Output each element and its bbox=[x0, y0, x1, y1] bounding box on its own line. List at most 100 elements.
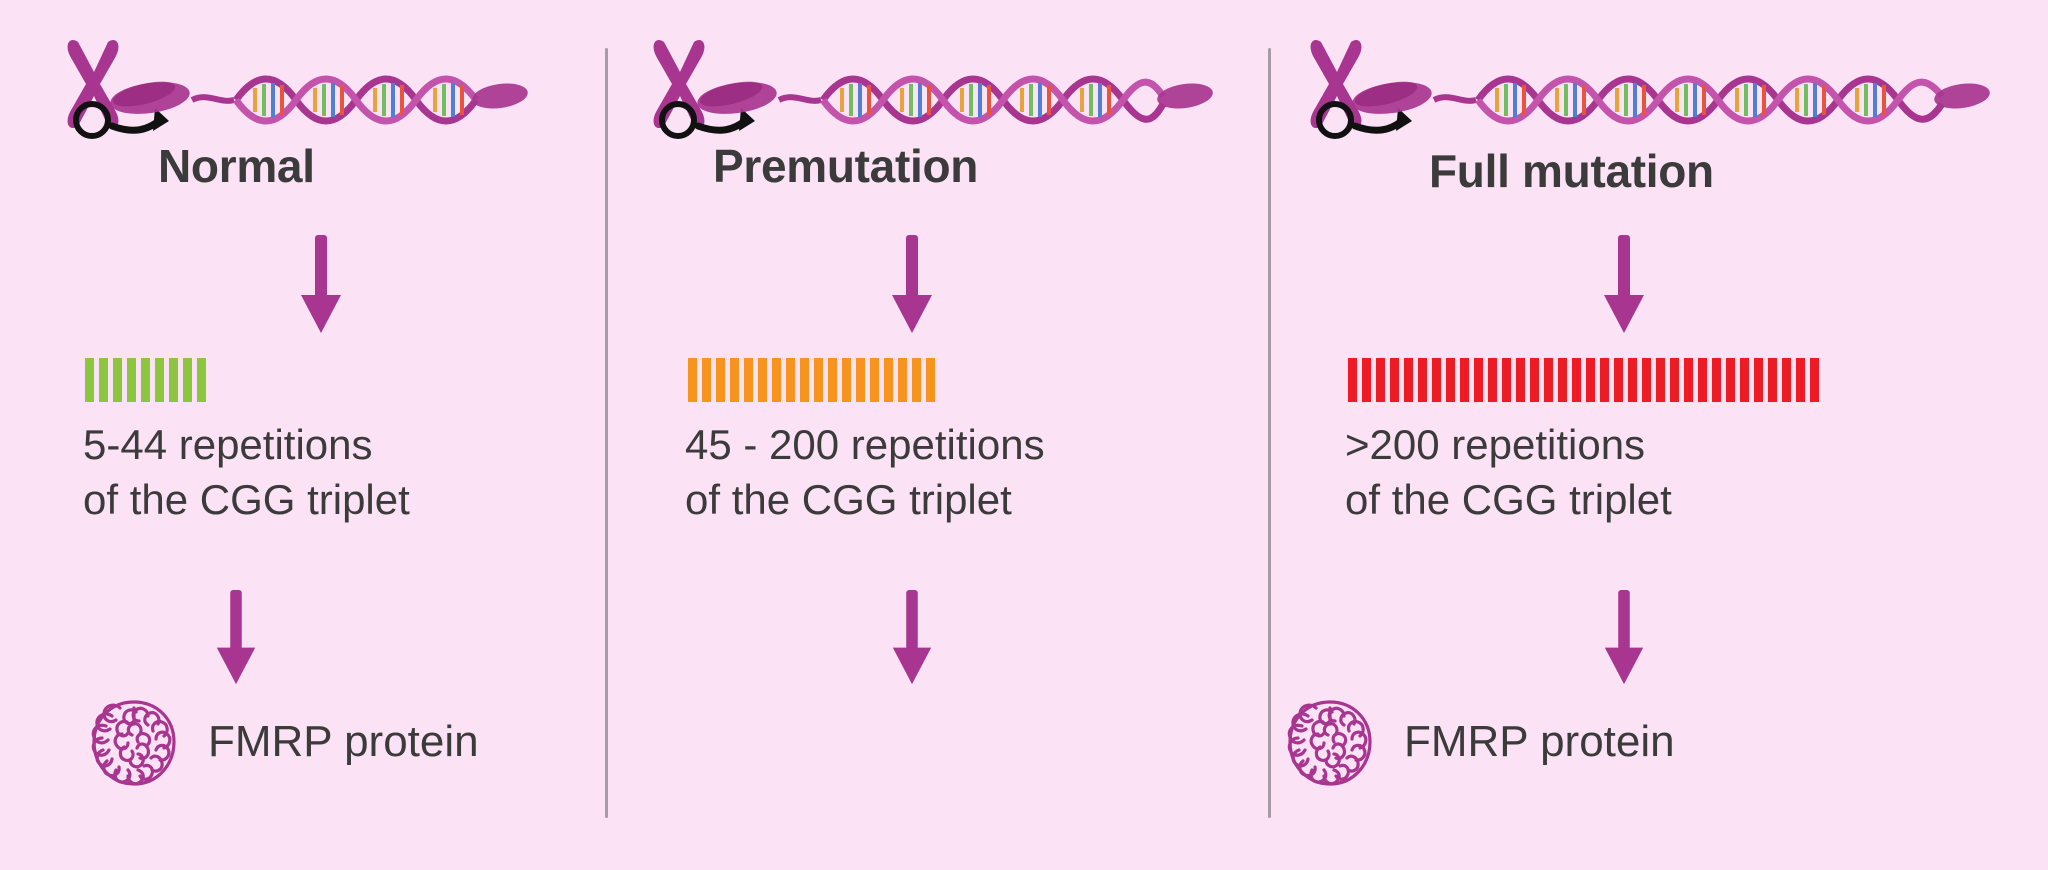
repeat-bars-green bbox=[85, 358, 206, 402]
chromatin-left-icon bbox=[1352, 81, 1432, 114]
repeat-bar bbox=[1614, 358, 1623, 402]
column-heading-full-mutation: Full mutation bbox=[1429, 145, 1714, 197]
repeat-bar bbox=[1726, 358, 1735, 402]
repeat-caption-normal: 5-44 repetitions of the CGG triplet bbox=[83, 421, 410, 523]
repeat-bar bbox=[127, 358, 136, 402]
repeat-bar bbox=[1446, 358, 1455, 402]
repeat-bar bbox=[1768, 358, 1777, 402]
repeat-bar bbox=[702, 358, 711, 402]
repeat-bar bbox=[1404, 358, 1413, 402]
pointer-arrow-head-icon bbox=[1396, 108, 1412, 131]
repeat-bar bbox=[1698, 358, 1707, 402]
repeat-bar bbox=[870, 358, 879, 402]
repeat-bar bbox=[1418, 358, 1427, 402]
result-row-premutation: FMRP protein bbox=[1278, 690, 1675, 794]
pointer-circle-icon bbox=[73, 101, 111, 139]
repeat-bar bbox=[828, 358, 837, 402]
repeat-bar bbox=[1488, 358, 1497, 402]
repeat-bar bbox=[1628, 358, 1637, 402]
repeat-bar bbox=[1754, 358, 1763, 402]
repeat-bar bbox=[884, 358, 893, 402]
dna-helix-icon bbox=[697, 75, 1213, 125]
column-divider-2 bbox=[1268, 48, 1271, 818]
chromosome-icon bbox=[1310, 39, 1412, 139]
repeat-bar bbox=[1810, 358, 1819, 402]
repeat-bar bbox=[1460, 358, 1469, 402]
repeat-bar bbox=[1796, 358, 1805, 402]
repeat-bar bbox=[758, 358, 767, 402]
pointer-circle-icon bbox=[1316, 101, 1354, 139]
repeat-bar bbox=[1432, 358, 1441, 402]
column-heading-normal: Normal bbox=[158, 140, 315, 192]
repeat-bar bbox=[716, 358, 725, 402]
repeat-bar bbox=[688, 358, 697, 402]
repeat-bars-red bbox=[1348, 358, 1819, 402]
column-premutation: Premutation 45 - 200 repetitions of the … bbox=[600, 0, 1675, 870]
column-divider-1 bbox=[605, 48, 608, 818]
repeat-bar bbox=[85, 358, 94, 402]
chromosome-icon bbox=[653, 39, 755, 139]
repeat-bar bbox=[772, 358, 781, 402]
repeat-bar bbox=[1782, 358, 1791, 402]
double-helix-icon bbox=[233, 75, 479, 125]
repeat-bar bbox=[169, 358, 178, 402]
repeat-bar bbox=[99, 358, 108, 402]
repeat-bar bbox=[1376, 358, 1385, 402]
chromatin-right-icon bbox=[1157, 83, 1213, 109]
gene-illustration-normal: Normal bbox=[0, 34, 600, 192]
repeat-bar bbox=[786, 358, 795, 402]
chromosome-icon bbox=[67, 39, 169, 139]
repeat-bar bbox=[1558, 358, 1567, 402]
repeat-caption-full-mutation: >200 repetitions of the CGG triplet bbox=[1345, 421, 1672, 523]
repeat-bar bbox=[197, 358, 206, 402]
pointer-arrow-head-icon bbox=[153, 108, 169, 131]
gene-illustration-full-mutation: Full mutation bbox=[1260, 34, 2048, 197]
repeat-bar bbox=[183, 358, 192, 402]
result-label-normal: FMRP protein bbox=[208, 717, 479, 766]
down-arrow-icon bbox=[892, 235, 932, 333]
down-arrow-icon bbox=[216, 590, 256, 685]
column-normal: Normal 5-44 repetitions of the CGG tripl… bbox=[0, 0, 600, 870]
down-arrow-icon bbox=[301, 235, 341, 333]
repeat-bar bbox=[800, 358, 809, 402]
down-arrow-icon bbox=[892, 590, 932, 685]
repeat-bar bbox=[1642, 358, 1651, 402]
down-arrow-icon bbox=[1604, 235, 1644, 333]
pointer-circle-icon bbox=[659, 101, 697, 139]
repeat-bar bbox=[856, 358, 865, 402]
repeat-bar bbox=[744, 358, 753, 402]
double-helix-icon bbox=[820, 75, 1167, 125]
repeat-bar bbox=[1544, 358, 1553, 402]
repeat-bar bbox=[1502, 358, 1511, 402]
repeat-bar bbox=[1516, 358, 1525, 402]
repeat-bar bbox=[814, 358, 823, 402]
repeat-bar bbox=[1474, 358, 1483, 402]
repeat-bar bbox=[1600, 358, 1609, 402]
repeat-bar bbox=[113, 358, 122, 402]
double-helix-icon bbox=[1475, 75, 1945, 125]
pointer-arrow-head-icon bbox=[739, 108, 755, 131]
repeat-bar bbox=[1740, 358, 1749, 402]
repeat-bar bbox=[1586, 358, 1595, 402]
repeat-bar bbox=[912, 358, 921, 402]
result-label-premutation: FMRP protein bbox=[1404, 717, 1675, 766]
repeat-bar bbox=[1670, 358, 1679, 402]
fmrp-protein-icon bbox=[1287, 700, 1372, 786]
result-row-normal: FMRP protein bbox=[82, 690, 479, 794]
repeat-caption-premutation: 45 - 200 repetitions of the CGG triplet bbox=[685, 421, 1045, 523]
dna-helix-icon bbox=[110, 75, 528, 125]
repeat-bar bbox=[1684, 358, 1693, 402]
repeat-bar bbox=[141, 358, 150, 402]
column-full-mutation: Full mutation >200 repetitions of the CG… bbox=[1260, 0, 2048, 870]
chromatin-right-icon bbox=[1934, 83, 1990, 109]
repeat-bar bbox=[1712, 358, 1721, 402]
repeat-bar bbox=[1572, 358, 1581, 402]
repeat-bar bbox=[155, 358, 164, 402]
column-heading-premutation: Premutation bbox=[713, 140, 979, 192]
repeat-bar bbox=[898, 358, 907, 402]
chromatin-left-icon bbox=[697, 81, 777, 114]
gene-illustration-premutation: Premutation bbox=[600, 34, 1260, 192]
repeat-bar bbox=[1656, 358, 1665, 402]
repeat-bar bbox=[730, 358, 739, 402]
down-arrow-icon bbox=[1604, 590, 1644, 685]
